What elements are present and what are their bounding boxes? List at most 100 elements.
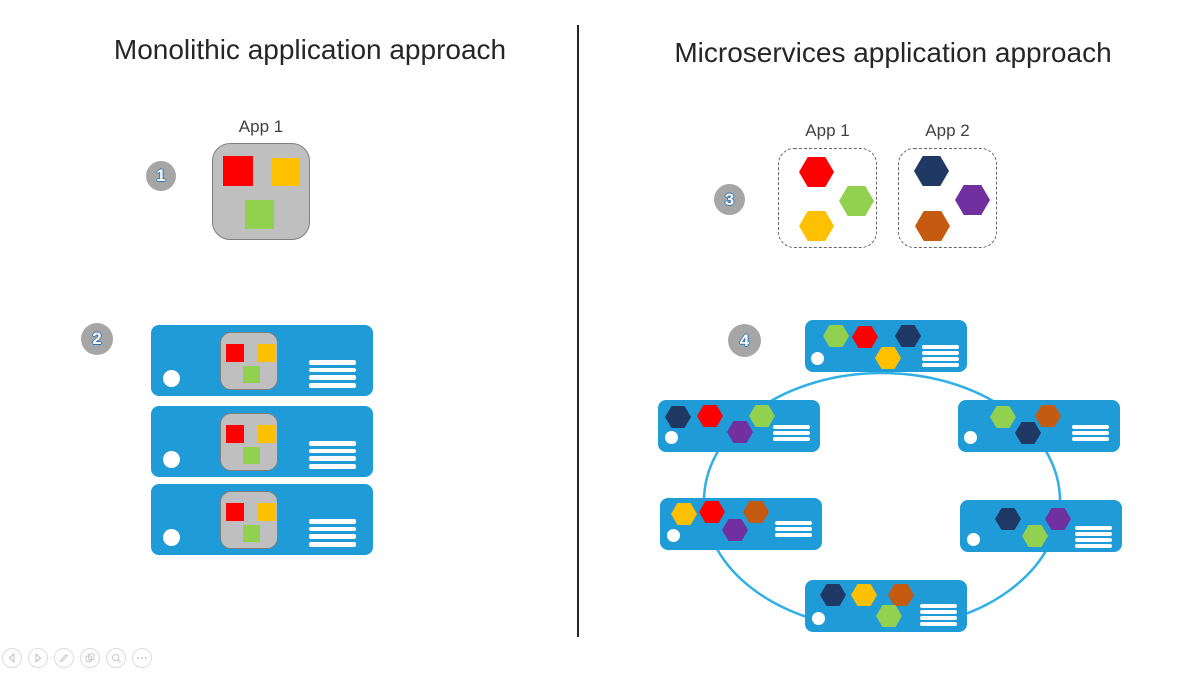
see-all-slides-icon[interactable] [80, 648, 100, 668]
service-hexagon-green [876, 605, 902, 627]
service-hexagon-navy [995, 508, 1021, 530]
service-hexagon-navy [820, 584, 846, 606]
server-vent-line [922, 363, 959, 367]
server-vent-line [775, 533, 812, 537]
service-hexagon-navy [895, 325, 921, 347]
server-vent-line [922, 351, 959, 355]
service-hexagon-green [839, 186, 874, 216]
server-power-dot [163, 370, 180, 387]
server-power-dot [964, 431, 977, 444]
microservice-server-upper-right [958, 400, 1120, 452]
server-vent-line [309, 448, 356, 454]
server-vent-line [309, 519, 356, 524]
monolith-app-box [212, 143, 310, 240]
server-power-dot [665, 431, 678, 444]
server-vent-line [1072, 431, 1109, 435]
microservice-server-upper-left [658, 400, 820, 452]
server-vent-line [773, 431, 810, 435]
next-slide-icon[interactable] [28, 648, 48, 668]
service-hexagon-green [1022, 525, 1048, 547]
server-vent-line [309, 526, 356, 532]
server-power-dot [163, 529, 180, 546]
component-square-green [243, 366, 260, 383]
server-vent-line [309, 367, 356, 373]
server-vent-line [920, 622, 957, 626]
server-vent-line [309, 542, 356, 547]
server-vent-line [309, 375, 356, 380]
component-square-yellow [258, 344, 276, 362]
mini-app-box [220, 332, 278, 390]
service-hexagon-purple [955, 185, 990, 215]
server-vent-line [1075, 544, 1112, 548]
service-hexagon-navy [914, 156, 949, 186]
server-vent-line [1075, 532, 1112, 536]
step-badge-4: 4 [728, 324, 761, 357]
microservice-server-lower-left [660, 498, 822, 550]
server-vent-line [1072, 437, 1109, 441]
service-hexagon-brown [1035, 405, 1061, 427]
service-hexagon-navy [665, 406, 691, 428]
zoom-icon[interactable] [106, 648, 126, 668]
component-square-green [243, 447, 260, 464]
more-options-icon[interactable] [132, 648, 152, 668]
microservice-server-lower-right [960, 500, 1122, 552]
service-hexagon-green [823, 325, 849, 347]
monolith-server [151, 484, 373, 555]
server-vent-line [309, 464, 356, 469]
monolith-server [151, 325, 373, 396]
vertical-divider [577, 25, 579, 637]
component-square-red [226, 503, 244, 521]
micro-app2-label: App 2 [925, 121, 970, 140]
server-vent-line [922, 357, 959, 361]
server-vent-line [920, 610, 957, 614]
service-hexagon-red [699, 501, 725, 523]
right-title: Microservices application approach [674, 37, 1112, 68]
server-vent-line [1072, 425, 1109, 429]
service-hexagon-green [749, 405, 775, 427]
component-square-green [243, 525, 260, 542]
service-hexagon-purple [727, 421, 753, 443]
step-badge-2: 2 [81, 323, 113, 355]
microservice-server-bottom [805, 580, 967, 632]
server-vent-line [920, 604, 957, 608]
server-power-dot [967, 533, 980, 546]
mini-app-box [220, 491, 278, 549]
component-square-red [226, 344, 244, 362]
component-square-red [223, 156, 253, 186]
server-vent-line [309, 441, 356, 446]
step-badge-3: 3 [714, 184, 745, 215]
service-hexagon-purple [1045, 508, 1071, 530]
service-hexagon-red [799, 157, 834, 187]
left-title: Monolithic application approach [113, 34, 507, 65]
server-power-dot [163, 451, 180, 468]
server-vent-line [773, 437, 810, 441]
service-hexagon-yellow [799, 211, 834, 241]
micro-app1-label: App 1 [805, 121, 850, 140]
server-vent-line [309, 534, 356, 539]
server-vent-line [922, 345, 959, 349]
component-square-yellow [272, 158, 300, 186]
component-square-yellow [258, 503, 276, 521]
monolith-server [151, 406, 373, 477]
service-hexagon-red [697, 405, 723, 427]
service-hexagon-purple [722, 519, 748, 541]
server-vent-line [309, 360, 356, 365]
server-vent-line [1075, 538, 1112, 542]
server-vent-line [1075, 526, 1112, 530]
mini-app-box [220, 413, 278, 471]
micro-app2-box [898, 148, 997, 248]
component-square-red [226, 425, 244, 443]
pen-icon[interactable] [54, 648, 74, 668]
service-hexagon-brown [888, 584, 914, 606]
server-vent-line [309, 456, 356, 461]
step-badge-1: 1 [146, 161, 176, 191]
server-vent-line [309, 383, 356, 388]
server-power-dot [667, 529, 680, 542]
service-hexagon-green [990, 406, 1016, 428]
previous-slide-icon[interactable] [2, 648, 22, 668]
server-power-dot [811, 352, 824, 365]
server-vent-line [775, 527, 812, 531]
server-vent-line [775, 521, 812, 525]
micro-app1-box [778, 148, 877, 248]
